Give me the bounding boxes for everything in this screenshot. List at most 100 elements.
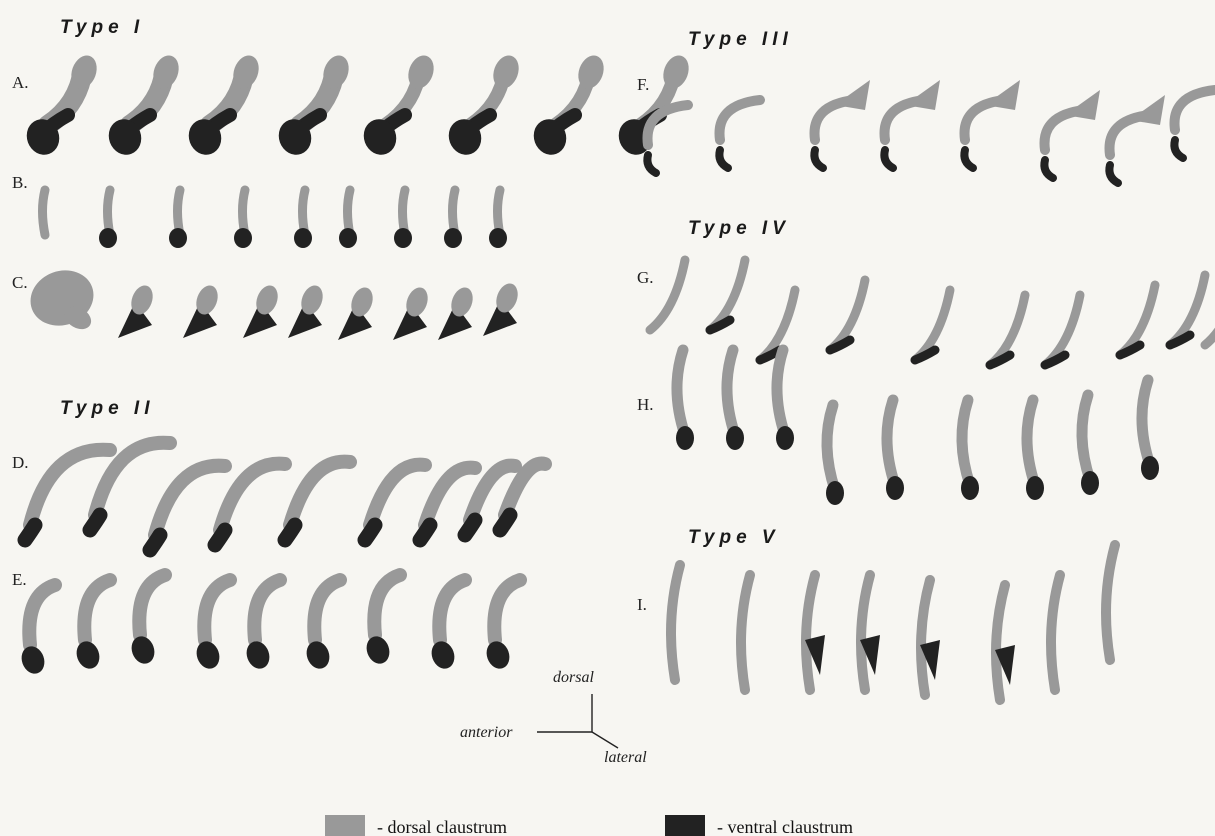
section-row-i [671,545,1115,700]
ventral-blob [294,228,312,248]
ventral-segment [285,525,295,540]
ventral-blob [776,426,794,450]
dorsal-segment [806,575,815,690]
dorsal-wedge [1130,95,1165,125]
row-label-g: G. [637,268,654,287]
ventral-segment [25,525,35,540]
dorsal-segment [1027,400,1035,485]
dorsal-segment [1106,545,1115,660]
ventral-segment [365,525,375,540]
section-row-h [676,350,1159,505]
dorsal-segment [650,260,685,330]
dorsal-segment [921,580,930,695]
dorsal-wedge [985,80,1020,110]
axis-anterior-label: anterior [460,724,513,741]
legend-dorsal-swatch [325,815,365,836]
row-label-f: F. [637,75,649,94]
dorsal-segment [370,465,425,525]
ventral-segment [215,530,225,545]
ventral-segment [90,515,100,530]
type-i-heading: Type I [60,17,144,38]
dorsal-segment [887,400,895,485]
ventral-blob [886,476,904,500]
dorsal-segment [254,580,280,640]
section-row-a [22,52,693,159]
ventral-segment [1174,140,1183,158]
axis-lateral-line [592,732,618,748]
section-row-b [43,190,508,248]
dorsal-segment [741,575,750,690]
dorsal-segment [290,462,350,525]
dorsal-segment [29,585,55,645]
ventral-segment [884,150,893,168]
ventral-blob [428,638,458,672]
section-row-e [18,575,520,677]
ventral-segment [420,525,430,540]
ventral-blob [339,228,357,248]
ventral-segment [1044,160,1053,178]
dorsal-segment [204,580,230,640]
type-iii-heading: Type III [688,29,793,50]
ventral-blob [483,638,513,672]
legend-ventral-label: - ventral claustrum [717,817,853,836]
type-iv-heading: Type IV [688,218,790,239]
legend-ventral-swatch [665,815,705,836]
dorsal-segment [139,575,165,635]
dorsal-segment [827,405,835,490]
dorsal-segment [677,350,685,435]
row-label-d: D. [12,453,29,472]
ventral-blob [234,228,252,248]
orientation-axes: dorsal anterior lateral [460,669,647,766]
ventral-blob [73,638,103,672]
dorsal-segment [777,350,785,435]
ventral-segment [1109,165,1118,183]
ventral-blob [1141,456,1159,480]
ventral-blob [303,638,333,672]
row-label-c: C. [12,273,28,292]
dorsal-segment [1142,380,1150,465]
ventral-blob [489,228,507,248]
ventral-segment [465,520,475,535]
dorsal-segment [494,580,520,640]
section-row-c [23,262,522,340]
ventral-blob [676,426,694,450]
dorsal-segment [220,464,285,530]
ventral-blob [243,638,273,672]
axis-dorsal-label: dorsal [553,669,594,686]
row-label-b: B. [12,173,28,192]
ventral-blob [826,481,844,505]
ventral-blob [961,476,979,500]
ventral-blob [1081,471,1099,495]
dorsal-segment [727,350,735,435]
ventral-segment [150,535,160,550]
dorsal-wedge [1065,90,1100,120]
axis-lateral-label: lateral [604,749,647,766]
dorsal-segment [720,100,761,140]
dorsal-segment [439,580,465,640]
ventral-blob [99,228,117,248]
ventral-segment [964,150,973,168]
legend-dorsal-label: - dorsal claustrum [377,817,507,836]
section-row-f [647,80,1215,183]
dorsal-segment [671,565,680,680]
row-label-e: E. [12,570,27,589]
dorsal-wedge [835,80,870,110]
dorsal-segment [1175,90,1215,130]
type-ii-heading: Type II [60,398,154,419]
ventral-blob [193,638,223,672]
ventral-blob [128,633,158,667]
dorsal-segment [861,575,870,690]
row-label-h: H. [637,395,654,414]
ventral-segment [814,150,823,168]
legend: - dorsal claustrum - ventral claustrum [325,815,853,836]
row-label-a: A. [12,73,29,92]
ventral-blob [726,426,744,450]
dorsal-segment [314,580,340,640]
ventral-blob [444,228,462,248]
dorsal-segment [1051,575,1060,690]
row-label-i: I. [637,595,647,614]
dorsal-segment [374,575,400,635]
section-row-d [25,443,545,550]
ventral-segment [647,155,656,173]
